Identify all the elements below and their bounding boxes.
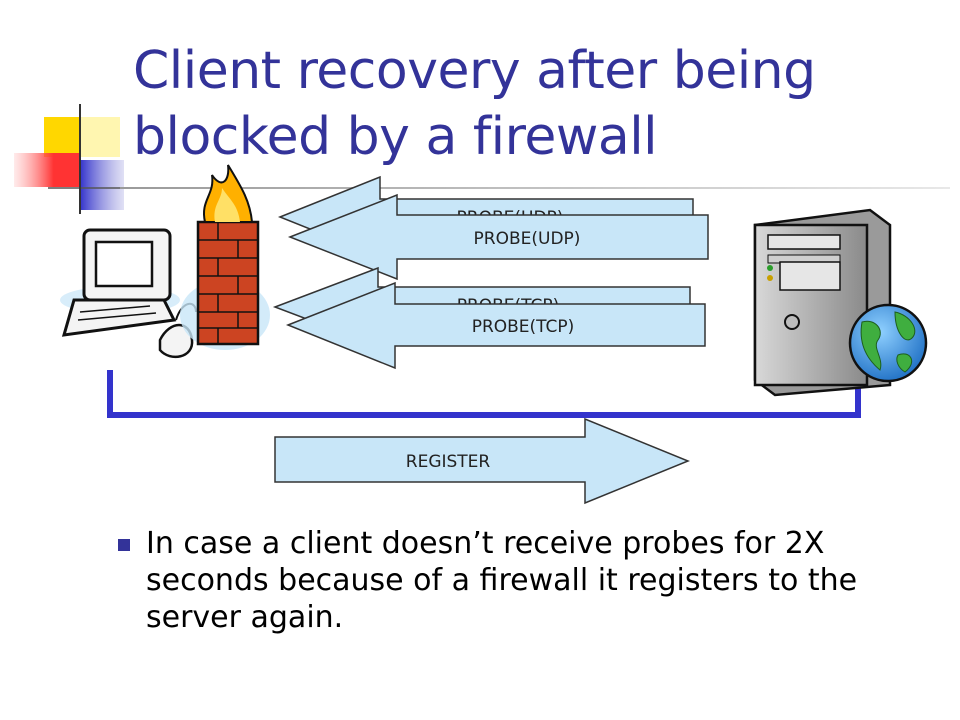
red-block xyxy=(14,153,80,187)
firewall-icon xyxy=(180,164,270,350)
pale-yellow-block xyxy=(80,117,120,157)
register-arrow: REGISTER xyxy=(274,417,690,505)
probe-tcp-arrow-front: PROBE(TCP) xyxy=(285,281,706,370)
bullet-text: In case a client doesn’t receive probes … xyxy=(146,526,858,635)
slide-title: Client recovery after being blocked by a… xyxy=(133,41,816,167)
globe-icon xyxy=(848,303,928,383)
client-computer-icon xyxy=(60,228,197,359)
blue-block xyxy=(80,160,124,210)
title-decoration xyxy=(14,104,126,214)
yellow-block xyxy=(44,117,80,157)
probe-udp-label-front: PROBE(UDP) xyxy=(474,229,581,249)
register-label: REGISTER xyxy=(406,452,491,472)
title-underline xyxy=(120,187,950,189)
connection-line xyxy=(107,365,861,418)
probe-tcp-label-front: PROBE(TCP) xyxy=(472,317,575,337)
probe-udp-arrow-front: PROBE(UDP) xyxy=(287,193,709,281)
bullet-square-icon xyxy=(118,539,130,551)
bullet-list: In case a client doesn’t receive probes … xyxy=(118,525,908,636)
